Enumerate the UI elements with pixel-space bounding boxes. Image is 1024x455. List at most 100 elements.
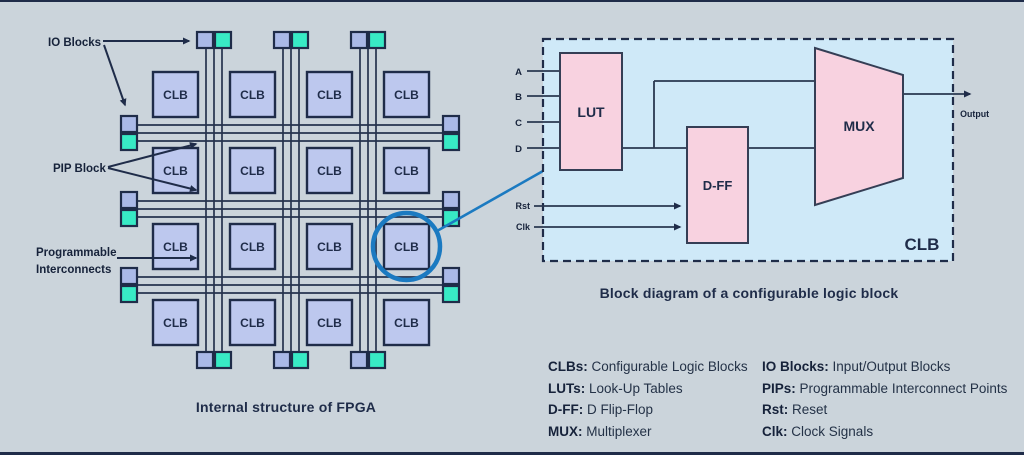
input-label-a: A — [515, 67, 522, 78]
programmable-interconnects-label: Programmable — [36, 247, 117, 259]
clb-label: CLB — [240, 164, 265, 178]
legend-desc: Input/Output Blocks — [832, 359, 951, 374]
legend-desc: Look-Up Tables — [589, 380, 683, 396]
io-block-pair — [441, 284, 461, 304]
io-blocks-label: IO Blocks — [48, 37, 101, 49]
clb-block: CLB — [151, 146, 200, 195]
io-block-pair — [119, 284, 139, 304]
clb-block: CLB — [382, 146, 431, 195]
mux-block — [814, 46, 904, 207]
clb-block: CLB — [305, 298, 354, 347]
clb-block: CLB — [305, 222, 354, 271]
legend-term: IO Blocks: — [762, 359, 829, 374]
clb-label: CLB — [163, 316, 188, 330]
io-block-pair — [349, 350, 369, 370]
io-block-pair — [290, 350, 310, 370]
clk-label: Clk — [516, 222, 531, 232]
input-label-b: B — [515, 92, 522, 103]
legend-term: Clk: — [762, 423, 788, 439]
legend-item: D-FF: D Flip-Flop — [548, 399, 760, 421]
clb-label: CLB — [394, 240, 419, 254]
io-block-pair — [213, 30, 233, 50]
io-block-pair — [272, 30, 292, 50]
clb-block: CLB — [151, 70, 200, 119]
output-label: Output — [960, 109, 989, 119]
clb-label: CLB — [240, 316, 265, 330]
legend-term: Rst: — [762, 402, 789, 417]
clb-grid: CLB CLB CLB CLB CLB CLB CLB CLB CLB CLB … — [151, 70, 431, 347]
legend-item: LUTs: Look-Up Tables — [548, 378, 760, 400]
programmable-interconnects-label: Interconnects — [36, 264, 111, 276]
fpga-caption: Internal structure of FPGA — [195, 399, 377, 415]
rst-label: Rst — [515, 201, 530, 211]
io-block-pair — [119, 132, 139, 152]
legend-term: LUTs: — [548, 380, 586, 396]
io-block-pairs — [119, 30, 461, 370]
mux-label: MUX — [843, 118, 875, 134]
io-block-pair — [272, 350, 292, 370]
legend-term: D-FF: — [548, 402, 584, 417]
fpga-callouts: IO Blocks PIP Block Programmable Interco… — [36, 37, 198, 276]
clb-label: CLB — [317, 164, 342, 178]
io-block-pair — [290, 30, 310, 50]
clb-block: CLB — [228, 146, 277, 195]
legend-column-1: CLBs: Configurable Logic Blocks LUTs: Lo… — [548, 356, 760, 442]
clb-block: CLB — [228, 222, 277, 271]
clb-label: CLB — [163, 164, 188, 178]
legend-item: CLBs: Configurable Logic Blocks — [548, 356, 760, 378]
legend-item: MUX: Multiplexer — [548, 421, 760, 443]
clb-caption: Block diagram of a configurable logic bl… — [599, 285, 899, 301]
clb-block: CLB — [228, 70, 277, 119]
io-block-pair — [213, 350, 233, 370]
clb-label: CLB — [394, 88, 419, 102]
legend-term: MUX: — [548, 423, 583, 439]
io-block-pair — [367, 350, 387, 370]
clb-block: CLB — [151, 222, 200, 271]
legend-term: CLBs: — [548, 359, 588, 374]
legend-desc: Reset — [792, 402, 828, 417]
clb-label: CLB — [163, 240, 188, 254]
clb-label: CLB — [240, 88, 265, 102]
clb-label: CLB — [240, 240, 265, 254]
io-block-pair — [367, 30, 387, 50]
legend-item: Clk: Clock Signals — [762, 421, 1024, 443]
clb-block-highlighted: CLB — [382, 222, 431, 271]
legend-desc: D Flip-Flop — [587, 402, 654, 417]
bottom-border — [0, 452, 1024, 455]
legend-item: Rst: Reset — [762, 399, 1024, 421]
highlight-circle — [370, 210, 443, 283]
legend-desc: Clock Signals — [791, 423, 874, 439]
pip-block-arrow — [107, 142, 198, 168]
legend-desc: Multiplexer — [586, 423, 652, 439]
legend-item: IO Blocks: Input/Output Blocks — [762, 356, 1024, 378]
io-block-pair — [349, 30, 369, 50]
legend-item: PIPs: Programmable Interconnect Points — [762, 378, 1024, 400]
io-block-pair — [441, 190, 461, 210]
legend-desc: Programmable Interconnect Points — [799, 380, 1008, 396]
io-block-pair — [119, 208, 139, 228]
clb-pin-labels: A B C D Rst Clk Output — [515, 67, 989, 232]
lut-block — [559, 52, 623, 171]
clb-label: CLB — [163, 88, 188, 102]
clb-corner-label: CLB — [905, 235, 940, 254]
clb-block: CLB — [305, 146, 354, 195]
io-blocks-arrow — [103, 44, 127, 107]
legend-column-2: IO Blocks: Input/Output Blocks PIPs: Pro… — [762, 356, 1024, 442]
io-block-pair — [195, 30, 215, 50]
clb-internal-wires — [527, 70, 815, 149]
pip-block-arrow — [107, 167, 198, 192]
io-block-pair — [119, 114, 139, 134]
io-block-pair — [441, 114, 461, 134]
pip-block-label: PIP Block — [53, 163, 106, 175]
top-border — [0, 0, 1024, 2]
clb-label: CLB — [394, 316, 419, 330]
clb-label: CLB — [317, 88, 342, 102]
legend-desc: Configurable Logic Blocks — [591, 359, 748, 374]
dff-label: D-FF — [703, 178, 733, 193]
clb-block: CLB — [305, 70, 354, 119]
clb-block: CLB — [228, 298, 277, 347]
input-label-d: D — [515, 144, 522, 155]
clb-label: CLB — [317, 316, 342, 330]
